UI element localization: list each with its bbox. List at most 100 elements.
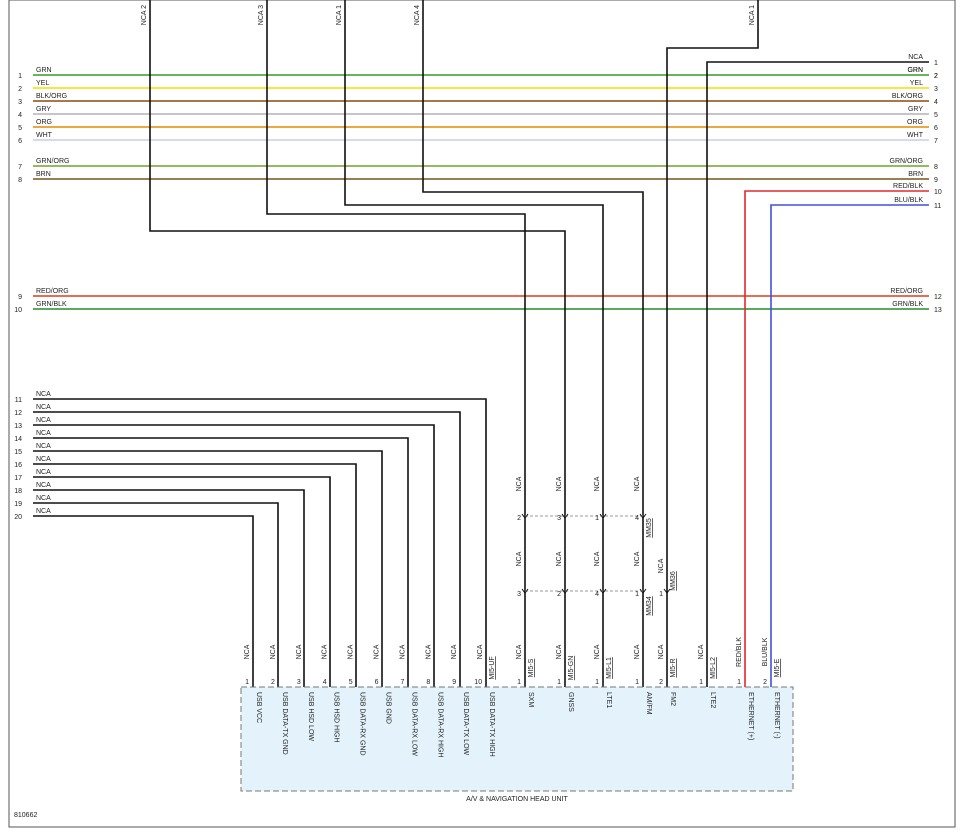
usb-pin-wire-label: NCA [270,644,277,659]
harness-left-pin: 10 [14,307,22,314]
usb-pin-wire-label: NCA [399,644,406,659]
usb-left-label: NCA [36,404,51,411]
harness-right-label: BLK/ORG [892,93,923,100]
mm35-wire-label: NCA [556,476,563,491]
antenna-pin-number: 1 [635,679,639,686]
mm34-pin-chevron [639,588,647,594]
top-wire-label: NCA 2 [141,5,148,25]
antenna-pin-number: 1 [699,679,703,686]
usb-pin-number: 3 [297,679,301,686]
mm35-pin-chevron [561,513,569,519]
antenna-connector-id: MI5-S [528,658,535,677]
usb-left-pin: 14 [14,436,22,443]
harness-left-pin: 7 [18,164,22,171]
usb-pin-name: USB DATA-TX LOW [462,692,469,756]
antenna-pin-name: LTE1 [605,692,612,708]
usb-left-label: NCA [36,417,51,424]
mm34-wire-label: NCA [634,551,641,566]
usb-left-label: NCA [36,482,51,489]
mm35-pin: 4 [635,515,639,522]
usb-wire-11 [33,398,487,688]
harness-left-label: BLK/ORG [36,93,67,100]
harness-right-pin: 3 [934,86,938,93]
antenna-connector-id: MI5-E [774,658,781,677]
harness-right-pin: 7 [934,138,938,145]
antenna-pin-number: 2 [659,679,663,686]
right-label: GRN [907,67,923,74]
top-wire-label: NCA 1 [336,5,343,25]
wires-layer [33,0,929,688]
usb-left-label: NCA [36,469,51,476]
mm35-pin-chevron [639,513,647,519]
usb-pin-number: 10 [474,679,482,686]
antenna-pin-wire-label: BLU/BLK [762,637,769,666]
antenna-wire-4 [422,0,644,688]
mm34-pin: 2 [557,591,561,598]
diagram-frame [8,0,956,828]
usb-left-label: NCA [36,443,51,450]
harness-right-label: GRN/BLK [892,301,923,308]
harness-left-label: YEL [36,80,49,87]
usb-left-pin: 19 [14,501,22,508]
mm35-wire-label: NCA [516,476,523,491]
right-label: RED/BLK [893,183,923,190]
top-wire-label: NCA 4 [414,5,421,25]
usb-left-label: NCA [36,495,51,502]
harness-right-label: GRN [907,67,923,74]
top-wire-label: NCA 3 [258,5,265,25]
harness-left-pin: 4 [18,112,22,119]
usb-pin-wire-label: NCA [477,644,484,659]
antenna-pin-name: SXM [527,692,534,707]
usb-left-label: NCA [36,430,51,437]
antenna-pin-wire-label: NCA [634,644,641,659]
right-label: BLU/BLK [894,197,923,204]
antenna-pin-wire-label: NCA [516,644,523,659]
usb-pin-wire-label: NCA [374,644,381,659]
harness-left-label: ORG [36,119,52,126]
connectors-layer [240,513,794,792]
mm35-pin: 2 [517,515,521,522]
mm34-pin-chevron [521,588,529,594]
usb-pin-number: 8 [426,679,430,686]
usb-pin-name: USB GND [385,692,392,724]
antenna-connector-id: MI5-GN [568,656,575,681]
usb-left-pin: 16 [14,462,22,469]
usb-wire-15 [33,450,383,688]
antenna-pin-name: AM/FM [645,692,652,715]
usb-pin-name: USB DATA-RX HIGH [436,692,443,757]
mm34-wire-label: NCA [594,551,601,566]
usb-wire-14 [33,437,409,688]
harness-left-label: WHT [36,132,53,139]
usb-pin-wire-label: NCA [296,644,303,659]
usb-pin-wire-label: NCA [244,644,251,659]
usb-pin-wire-label: NCA [322,644,329,659]
usb-pin-number: 9 [452,679,456,686]
harness-right-label: GRY [908,106,923,113]
mm35-label: MM35 [646,518,653,538]
usb-left-pin: 11 [15,397,22,404]
mm34-wire-label: NCA [556,551,563,566]
usb-wire-13 [33,424,435,688]
usb-left-pin: 20 [14,514,22,521]
ethernet-plus-wire [744,190,929,688]
harness-left-pin: 6 [18,138,22,145]
mm35-pin-chevron [521,513,529,519]
antenna-wire-3 [344,0,604,688]
mm34-pin-chevron [599,588,607,594]
harness-right-pin: 9 [934,177,938,184]
usb-wire-16 [33,463,357,688]
head-unit-title: A/V & NAVIGATION HEAD UNIT [466,796,568,803]
mm35-pin: 3 [557,515,561,522]
antenna-pin-number: 1 [737,679,741,686]
harness-left-pin: 5 [18,125,22,132]
usb-pin-number: 5 [349,679,353,686]
usb-pin-number: 2 [271,679,275,686]
usb-connector-id: MI5-UF [489,656,496,679]
harness-left-label: BRN [36,171,51,178]
mm34-pin-chevron [561,588,569,594]
usb-pin-wire-label: NCA [348,644,355,659]
antenna-pin-wire-label: NCA [698,644,705,659]
usb-wire-12 [33,411,461,688]
mm35-pin: 1 [595,515,599,522]
